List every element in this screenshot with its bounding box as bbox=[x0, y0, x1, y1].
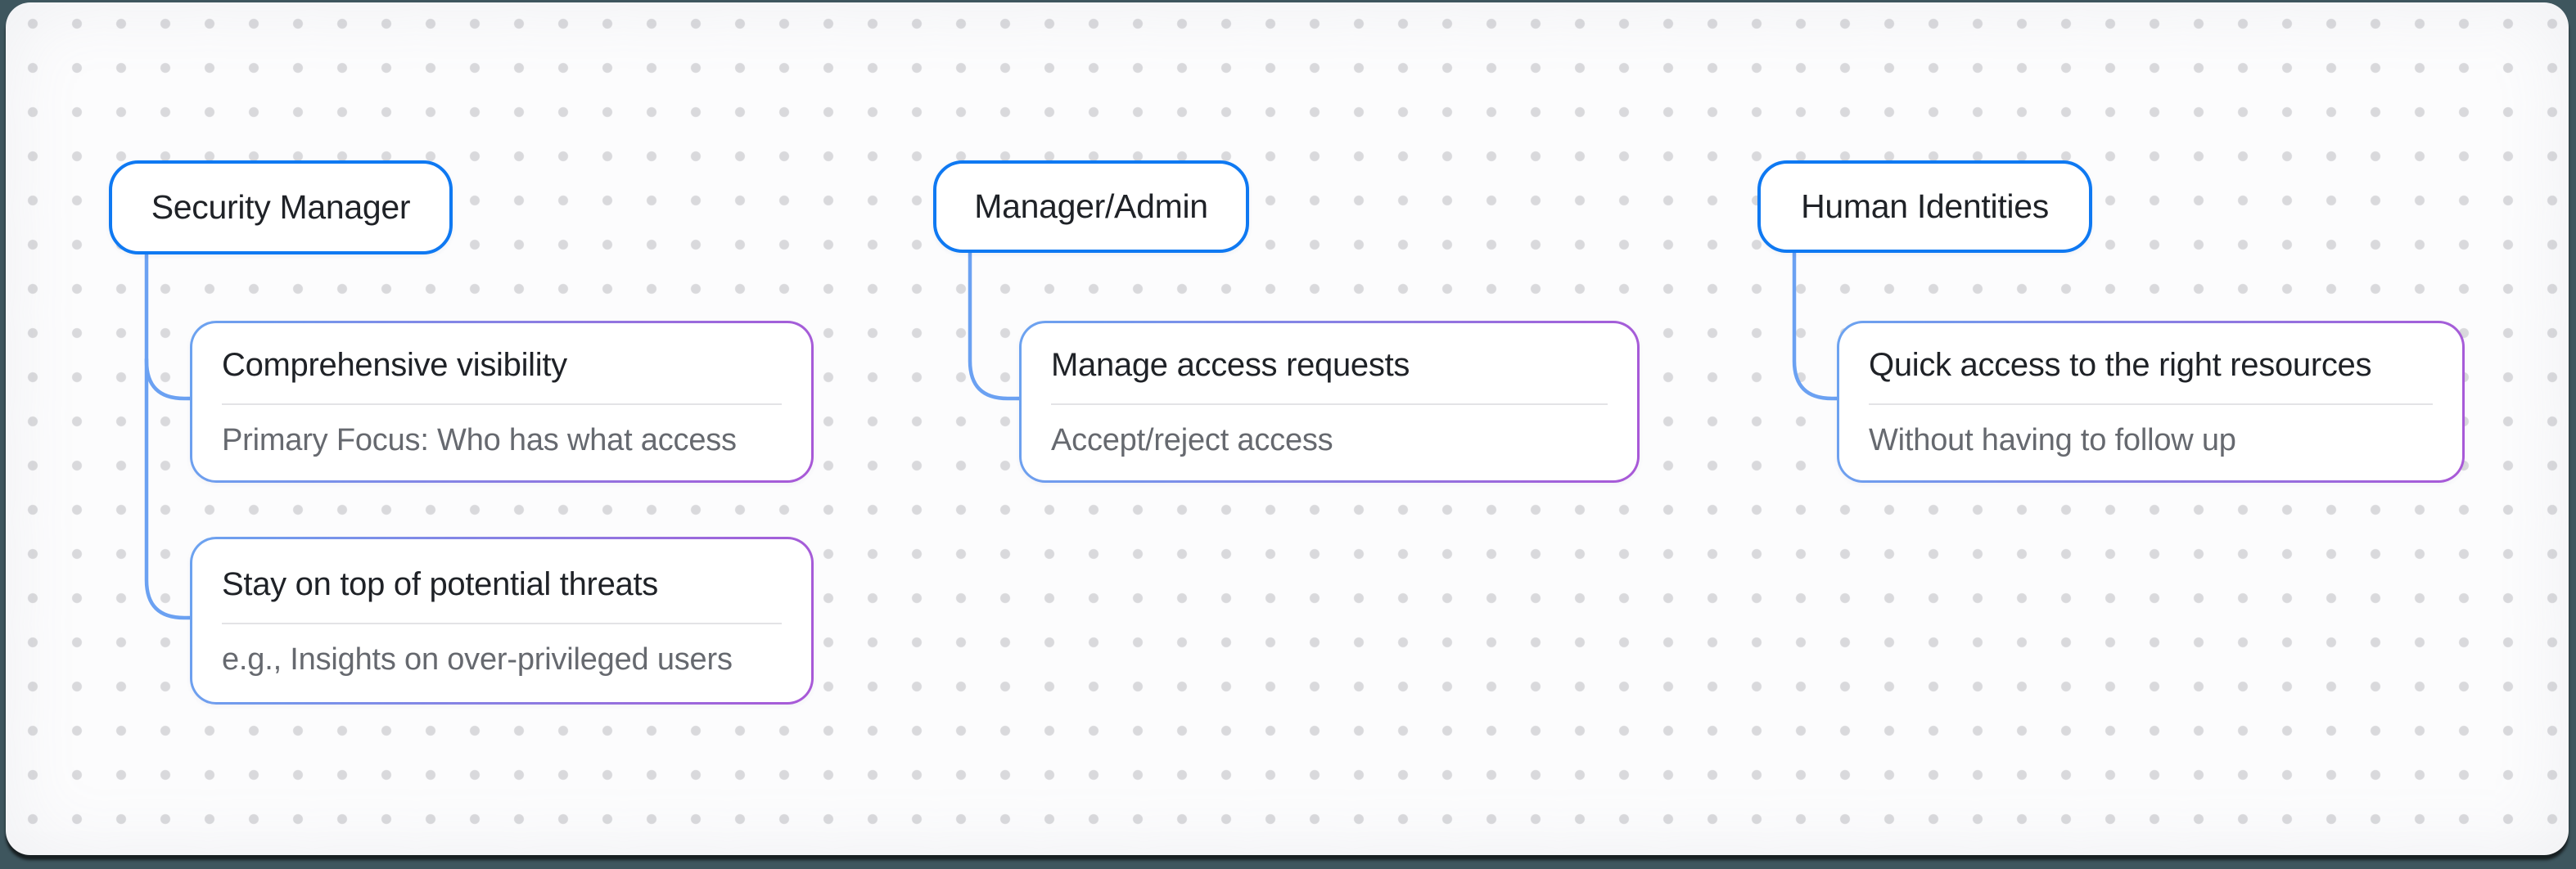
root-node-label: Human Identities bbox=[1801, 187, 2049, 225]
card-comprehensive-visibility[interactable]: Comprehensive visibility Primary Focus: … bbox=[190, 321, 814, 483]
edge-security-manager-child-2 bbox=[144, 357, 192, 620]
card-subtitle: Primary Focus: Who has what access bbox=[222, 423, 737, 457]
card-title: Quick access to the right resources bbox=[1869, 347, 2372, 383]
root-node-security-manager[interactable]: Security Manager bbox=[109, 160, 453, 254]
edge-manager-admin-child-1 bbox=[968, 250, 1022, 401]
edge-human-identities-child-1 bbox=[1792, 250, 1839, 401]
root-node-label: Security Manager bbox=[151, 188, 411, 226]
card-quick-access-resources[interactable]: Quick access to the right resources With… bbox=[1837, 321, 2465, 483]
card-title: Comprehensive visibility bbox=[222, 347, 567, 383]
card-subtitle: Without having to follow up bbox=[1869, 423, 2236, 457]
card-manage-access-requests[interactable]: Manage access requests Accept/reject acc… bbox=[1019, 321, 1640, 483]
card-divider bbox=[222, 622, 782, 624]
root-node-human-identities[interactable]: Human Identities bbox=[1757, 160, 2092, 253]
card-divider bbox=[1051, 403, 1608, 405]
root-node-manager-admin[interactable]: Manager/Admin bbox=[933, 160, 1249, 253]
mindmap-canvas[interactable]: Security Manager Comprehensive visibilit… bbox=[6, 2, 2569, 855]
card-stay-on-top-of-threats[interactable]: Stay on top of potential threats e.g., I… bbox=[190, 537, 814, 705]
card-subtitle: Accept/reject access bbox=[1051, 423, 1333, 457]
card-subtitle: e.g., Insights on over-privileged users bbox=[222, 642, 733, 677]
card-title: Manage access requests bbox=[1051, 347, 1410, 383]
edge-security-manager-child-1 bbox=[144, 250, 192, 401]
card-title: Stay on top of potential threats bbox=[222, 565, 658, 602]
card-divider bbox=[1869, 403, 2433, 405]
card-divider bbox=[222, 403, 782, 405]
root-node-label: Manager/Admin bbox=[974, 187, 1208, 225]
